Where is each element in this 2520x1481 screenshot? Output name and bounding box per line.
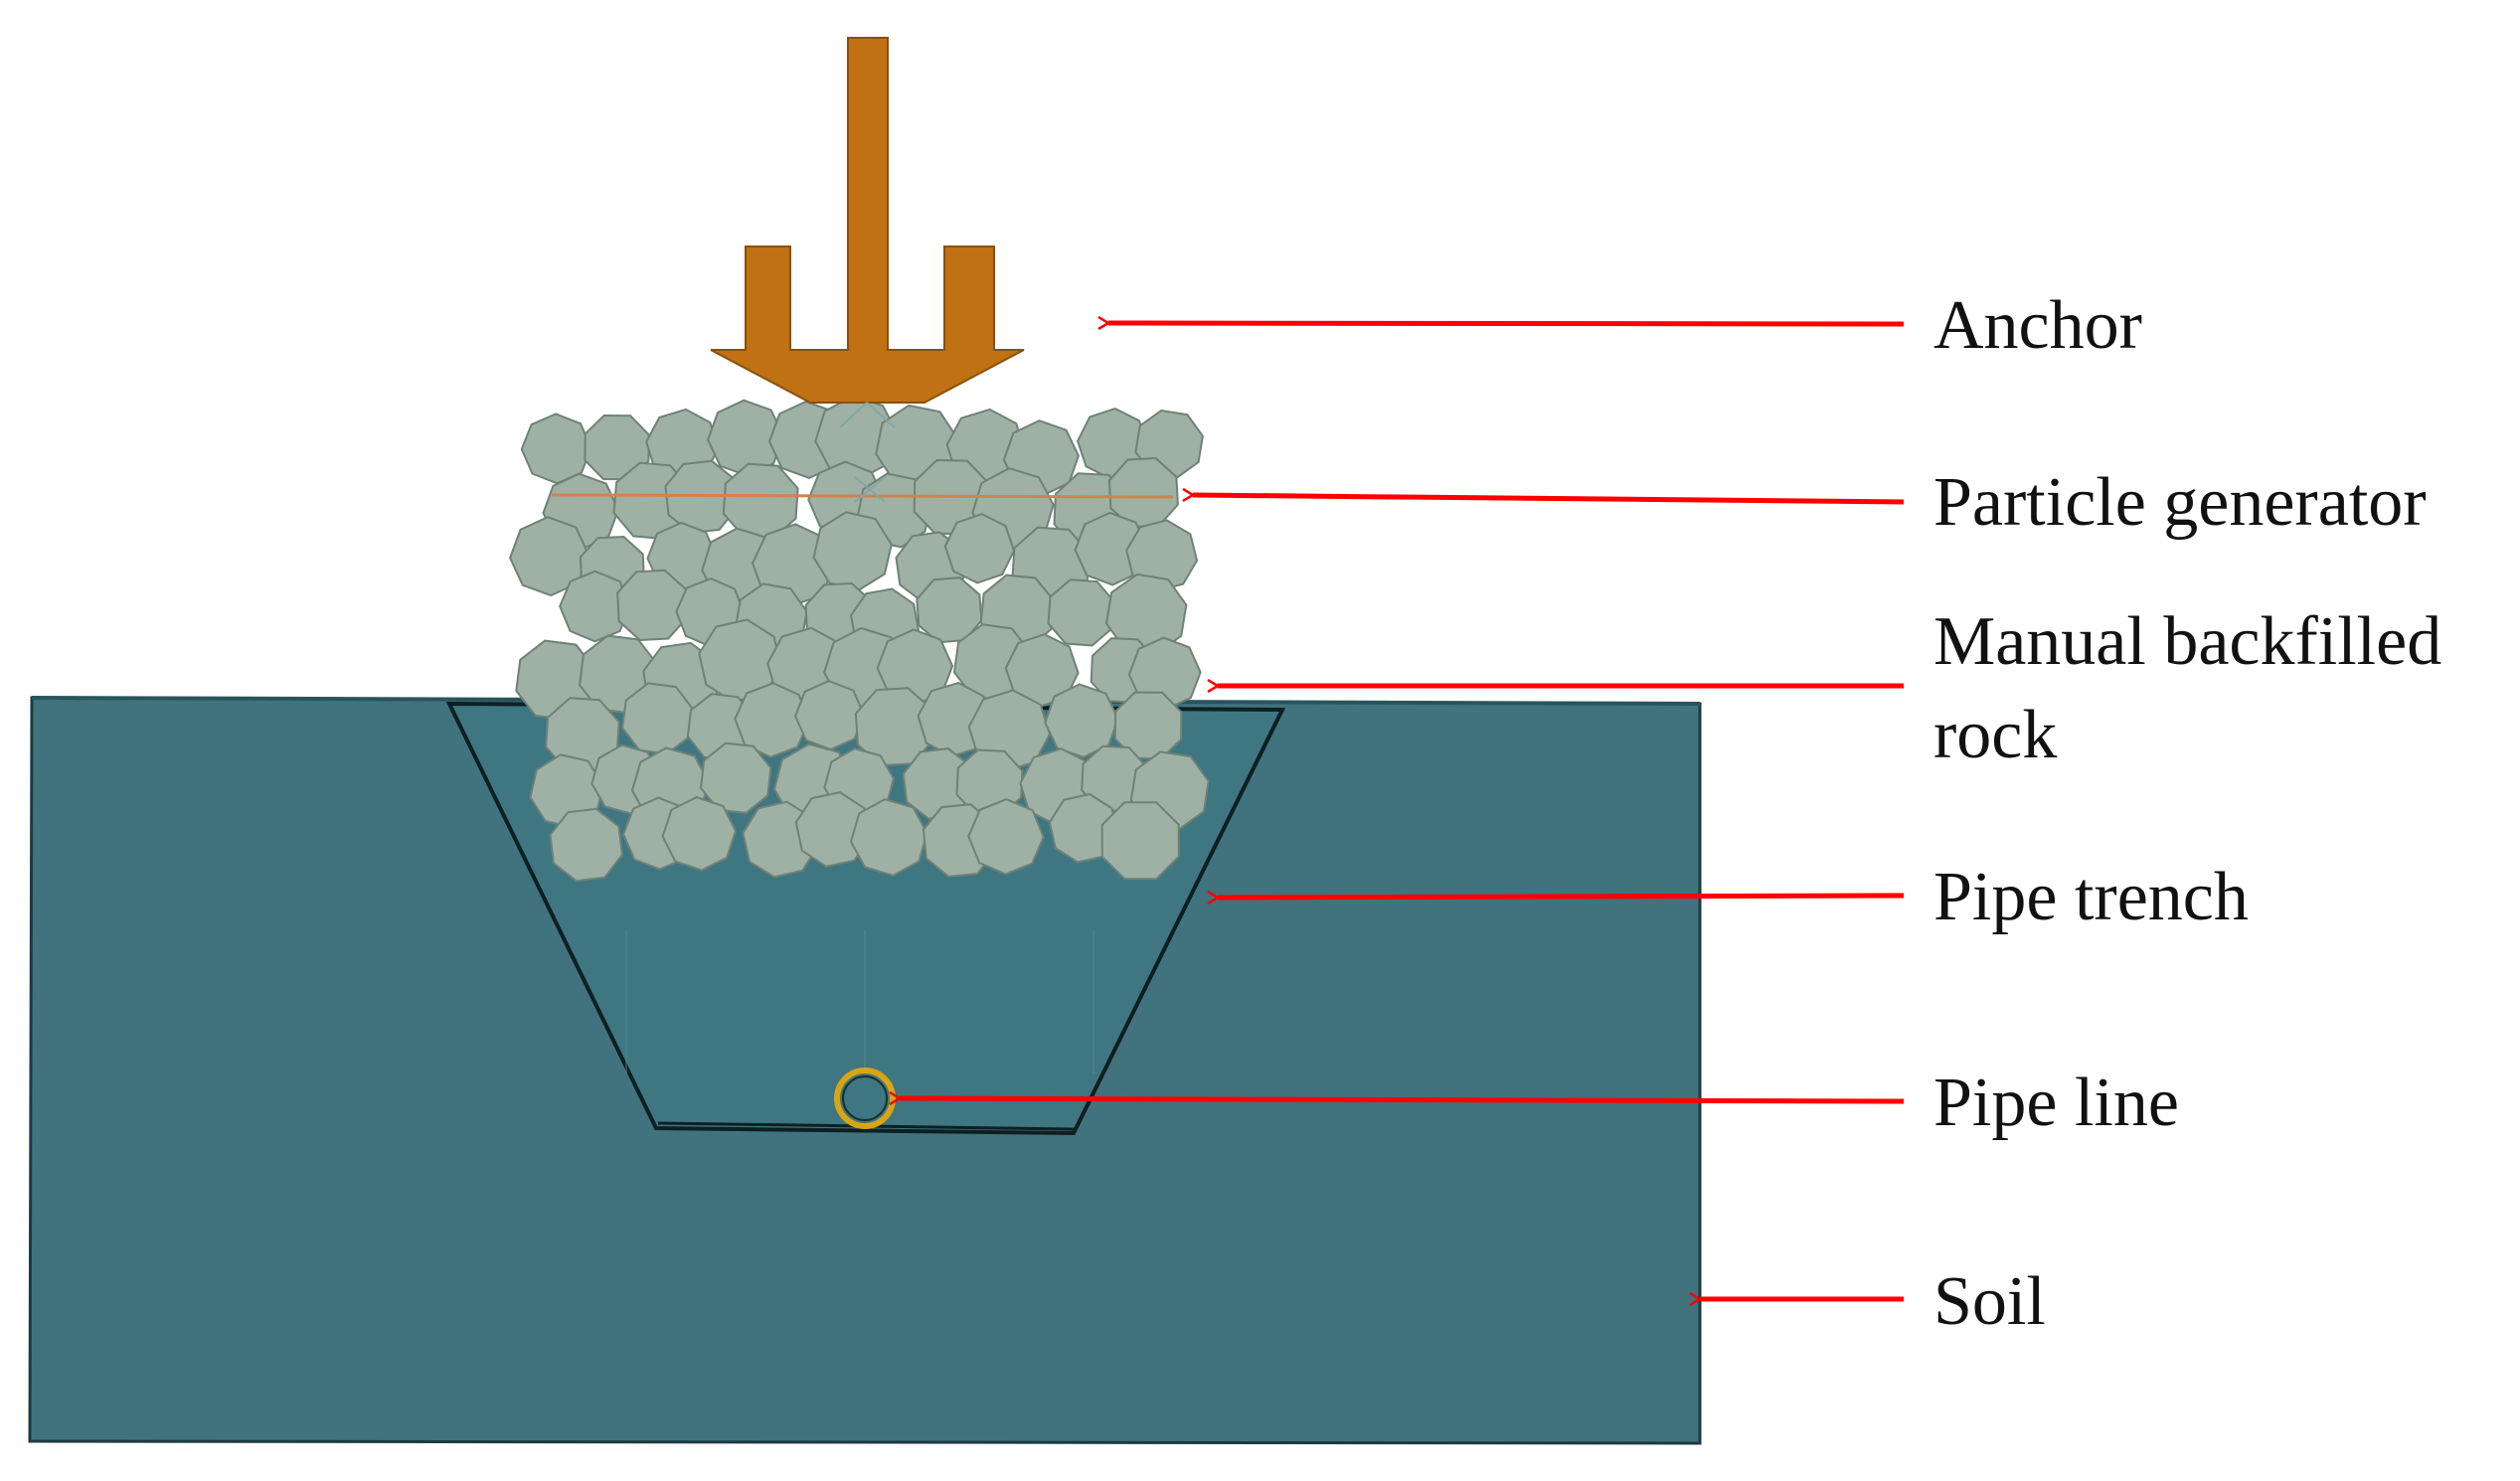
arrow-anchor (1108, 323, 1905, 324)
anchor-tip-marker (839, 402, 896, 503)
anchor-shape (710, 37, 1025, 404)
rock-particle (734, 682, 810, 758)
label-particle-generator: Particle generator (1933, 464, 2427, 541)
rock-particle (967, 798, 1045, 876)
rock-particle (661, 796, 738, 872)
label-anchor: Anchor (1933, 287, 2142, 364)
rock-particle (584, 413, 650, 481)
rock-particle (509, 516, 590, 597)
rock-particle (616, 569, 689, 642)
rock-particle (812, 511, 893, 591)
rock-particle (559, 570, 631, 643)
rock-particle (1047, 578, 1115, 647)
label-manual-backfilled-rock-line2: rock (1933, 697, 2057, 773)
rock-particle (549, 807, 623, 883)
arrow-pipe-line (900, 1098, 1905, 1101)
callout-arrows (900, 323, 1905, 1299)
rock-particle (849, 798, 928, 877)
rock-particle (1044, 683, 1119, 758)
rock-particle (794, 680, 866, 751)
rock-particle (1100, 801, 1180, 881)
label-soil: Soil (1933, 1263, 2046, 1340)
arrow-particle-generator (1193, 495, 1905, 505)
backfilled-rock-particles (509, 395, 1210, 883)
rock-particle (854, 687, 934, 767)
rock-particle (943, 513, 1016, 584)
rock-particle (520, 412, 592, 485)
arrow-pipe-trench (1218, 896, 1905, 898)
rock-particle (700, 741, 772, 814)
label-pipe-line: Pipe line (1933, 1065, 2179, 1141)
label-manual-backfilled-rock-line1: Manual backfilled (1933, 603, 2441, 680)
label-pipe-trench: Pipe trench (1933, 859, 2249, 935)
pipe-line-shape (834, 1068, 896, 1129)
rock-particle (621, 682, 695, 755)
